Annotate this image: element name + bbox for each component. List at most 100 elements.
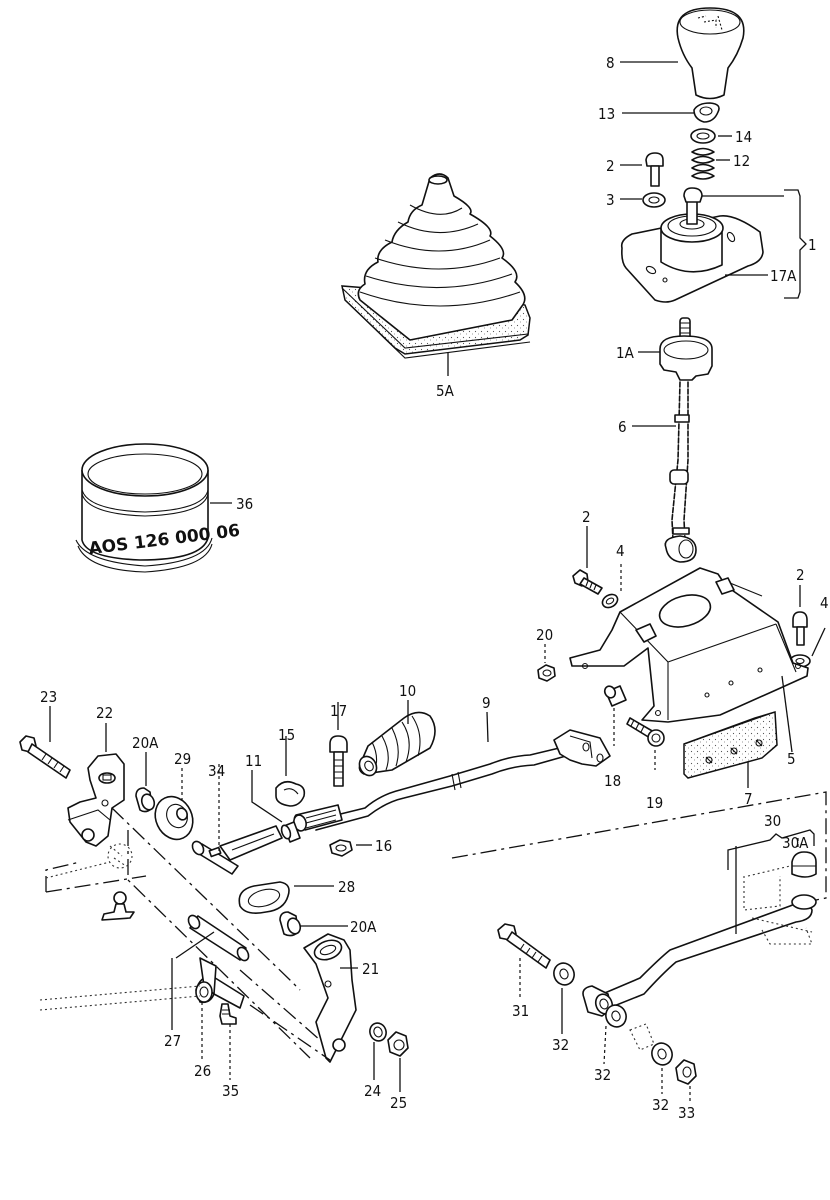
spacer-ghost [629,1023,655,1051]
part-13-retainer[interactable] [693,102,720,123]
leaders-housing [544,526,826,788]
callout-17A: 17A [770,267,797,285]
part-2-bolt-left[interactable] [572,569,603,595]
ball-pivot-detail [101,891,135,921]
assembly-line-30 [451,791,827,901]
part-24-washer[interactable] [367,1021,388,1043]
part-23-bolt[interactable] [19,735,71,779]
callout-28: 28 [338,878,355,896]
callout-3: 3 [606,191,615,209]
part-16-nut[interactable] [329,839,353,857]
callout-34: 34 [208,762,225,780]
part-31-bolt[interactable] [497,923,551,969]
leaders-1A-6 [632,351,676,427]
part-22-bracket[interactable] [67,753,125,847]
bracket-30 [727,829,815,870]
part-27-tube[interactable] [186,913,251,962]
part-36-sealing-compound-tin[interactable]: AOS 126 000 06 [75,443,241,573]
callout-labels: 8 13 14 2 12 3 1 17A 5A 1A 6 36 2 4 2 4 … [40,54,829,1122]
part-2-bolt-top[interactable] [645,152,664,187]
callout-10: 10 [399,682,416,700]
callout-9: 9 [482,694,491,712]
part-2-bolt-right[interactable] [792,611,808,646]
part-20A-bushing-lower[interactable] [279,911,302,937]
callout-20A-upper: 20A [132,734,159,752]
leader-27-line [175,931,215,959]
part-10-rod-boot[interactable] [356,711,436,778]
part-12-spring[interactable] [691,147,715,180]
callout-18: 18 [604,772,621,790]
part-20-nut[interactable] [537,664,556,682]
callout-19: 19 [646,794,663,812]
part-21-bracket[interactable] [303,933,357,1063]
callout-35: 35 [222,1082,239,1100]
callout-32-c: 32 [652,1096,669,1114]
callout-1: 1 [808,236,817,254]
callout-23: 23 [40,688,57,706]
callout-2-top: 2 [606,157,615,175]
callout-4-right: 4 [820,594,829,612]
part-29-bearing[interactable] [148,790,199,845]
callout-24: 24 [364,1082,381,1100]
part-32-bushing-2[interactable] [603,1002,629,1030]
part-35-grease-nipple[interactable] [219,1003,237,1025]
leaders-rod [251,700,489,846]
part-5A-gear-lever-boot[interactable] [341,173,531,359]
callout-4-left: 4 [616,542,625,560]
callout-27: 27 [164,1032,181,1050]
part-25-nut[interactable] [387,1031,409,1057]
leaders-30 [519,838,799,1102]
part-8-shift-knob[interactable] [676,7,745,100]
callout-36: 36 [236,495,253,513]
bracket-1 [784,189,807,299]
part-11-bushing[interactable] [280,821,301,843]
part-33-nut[interactable] [675,1059,697,1085]
callout-30A: 30A [782,834,809,852]
callout-33: 33 [678,1104,695,1122]
part-20A-bushing-upper[interactable] [135,787,156,813]
part-19-bolt[interactable] [626,717,665,747]
part-30A-rubber-cap[interactable] [791,851,817,878]
callout-1A: 1A [616,344,635,362]
callout-11: 11 [245,752,262,770]
callout-5: 5 [787,750,796,768]
part-5-shift-housing-cover[interactable] [569,567,809,723]
part-9-shift-rod[interactable] [292,729,611,832]
part-7-mounting-plate[interactable] [683,711,778,779]
callout-31: 31 [512,1002,529,1020]
leaders-top-right [620,61,784,276]
callout-20: 20 [536,626,553,644]
part-30-support-rod[interactable] [582,865,817,1017]
callout-32-a: 32 [552,1036,569,1054]
callout-7: 7 [744,790,753,808]
part-26-tee-piece[interactable] [195,957,245,1009]
part-3-washer[interactable] [642,192,666,208]
part-15-clamp[interactable] [275,780,306,807]
part-28-grommet[interactable] [238,881,290,914]
callout-5A: 5A [436,382,455,400]
part-34-shift-finger[interactable] [190,825,283,875]
callout-21: 21 [362,960,379,978]
part-32-bushing-1[interactable] [551,960,577,988]
callout-22: 22 [96,704,113,722]
callout-2-right: 2 [796,566,805,584]
callout-26: 26 [194,1062,211,1080]
part-1-housing-assembly[interactable] [620,187,764,303]
callout-12: 12 [733,152,750,170]
callout-6: 6 [618,418,627,436]
part-18-bushing[interactable] [603,684,627,707]
part-4-washer-left[interactable] [600,592,620,610]
part-17-bolt[interactable] [329,735,348,787]
part-14-washer[interactable] [690,128,716,144]
callout-2-left: 2 [582,508,591,526]
part-6-shift-lever[interactable] [664,381,697,563]
leaders-left [49,706,401,1092]
assembly-lines-left [39,807,331,1061]
callout-8: 8 [606,54,615,72]
callout-13: 13 [598,105,615,123]
callout-25: 25 [390,1094,407,1112]
callout-20A-lower: 20A [350,918,377,936]
part-1A-lever-guide-ring[interactable] [659,317,713,381]
part-32-bushing-3[interactable] [649,1040,675,1068]
